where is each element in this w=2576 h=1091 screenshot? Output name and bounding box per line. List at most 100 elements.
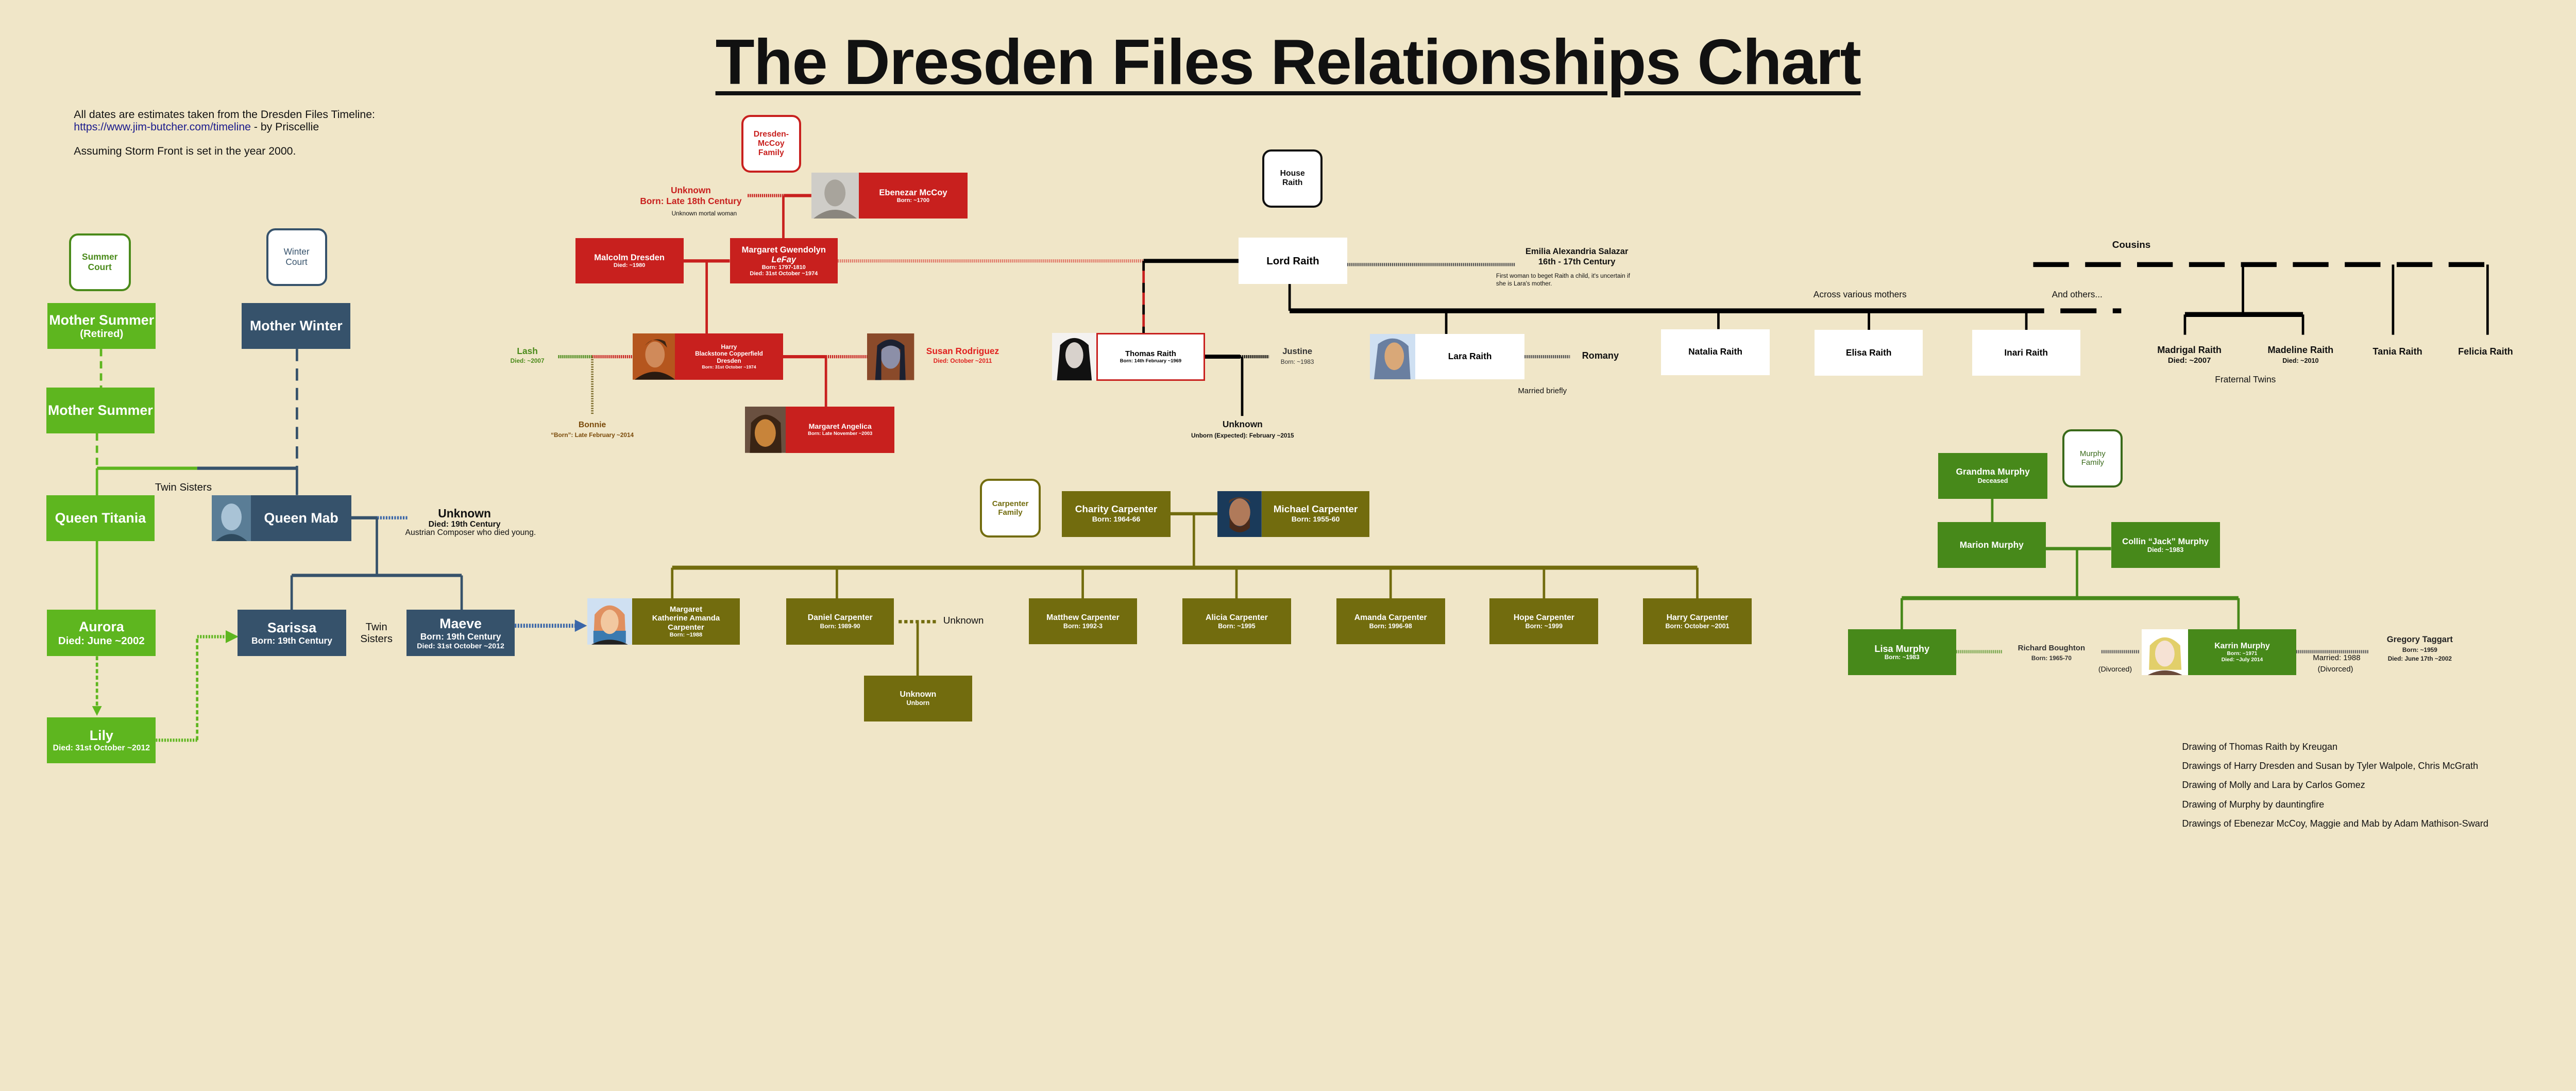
author-credit: - by Priscellie	[250, 120, 319, 133]
portrait-molly-carpenter	[587, 598, 632, 645]
person-elisa-raith: Elisa Raith	[1815, 330, 1923, 376]
credit-line: Drawings of Ebenezar McCoy, Maggie and M…	[2182, 818, 2488, 829]
page-title: The Dresden Files Relationships Chart	[715, 26, 1861, 98]
susan-name: Susan Rodriguez	[926, 345, 999, 356]
timeline-link[interactable]: https://www.jim-butcher.com/timeline	[74, 120, 251, 133]
thomas-child-name: Unknown	[1222, 419, 1263, 430]
unknown-woman-note: Unknown mortal woman	[671, 210, 737, 217]
bonnie-born: “Born”: Late February ~2014	[551, 431, 634, 439]
lash-name: Lash	[517, 345, 538, 356]
gregory-died: Died: June 17th ~2002	[2387, 654, 2452, 662]
justine-name: Justine	[1282, 346, 1313, 356]
richard-divorced: (Divorced)	[2098, 665, 2132, 674]
storm-front-note: Assuming Storm Front is set in the year …	[74, 144, 296, 157]
gregory-name: Gregory Taggart	[2386, 634, 2453, 644]
portrait-queen-mab	[212, 495, 251, 541]
portrait-ebenezar-mccoy	[811, 173, 859, 219]
person-mother-winter: Mother Winter	[242, 303, 351, 349]
mab-partner-name: Unknown	[438, 506, 491, 520]
person-queen-mab: Queen Mab	[251, 495, 351, 541]
person-lord-raith: Lord Raith	[1238, 238, 1347, 284]
credit-line: Drawing of Murphy by dauntingfire	[2182, 799, 2325, 810]
felicia-name: Felicia Raith	[2458, 346, 2513, 357]
mab-partner-died: Died: 19th Century	[428, 520, 501, 529]
person-inari-raith: Inari Raith	[1972, 330, 2080, 376]
portrait-susan-rodriguez	[867, 333, 914, 380]
across-mothers-label: Across various mothers	[1813, 289, 1907, 300]
person-natalia-raith: Natalia Raith	[1661, 329, 1770, 375]
thomas-child-born: Unborn (Expected): February ~2015	[1191, 431, 1294, 439]
madeline-died: Died: ~2010	[2282, 357, 2319, 364]
credit-line: Drawings of Harry Dresden and Susan by T…	[2182, 761, 2479, 771]
person-marion-murphy: Marion Murphy	[1937, 522, 2046, 568]
portrait-lara-raith	[1370, 334, 1416, 380]
twin-sisters-label: Twin Sisters	[155, 481, 212, 493]
person-mother-summer: Mother Summer	[46, 387, 155, 433]
richard-name: Richard Boughton	[2018, 643, 2086, 652]
dates-note: All dates are estimates taken from the D…	[74, 108, 375, 133]
credit-line: Drawing of Molly and Lara by Carlos Gome…	[2182, 780, 2365, 791]
richard-born: Born: 1965-70	[2031, 654, 2072, 662]
bonnie-name: Bonnie	[578, 420, 606, 429]
unknown-woman-name: Unknown	[670, 185, 711, 196]
justine-born: Born: ~1983	[1280, 358, 1314, 366]
emilia-era: 16th - 17th Century	[1538, 257, 1616, 267]
lash-died: Died: ~2007	[510, 357, 545, 364]
portrait-michael-carpenter	[1217, 491, 1262, 537]
tania-name: Tania Raith	[2372, 346, 2422, 357]
gregory-divorced: (Divorced)	[2317, 664, 2353, 674]
madrigal-died: Died: ~2007	[2167, 356, 2211, 365]
connector-layer	[92, 194, 2489, 742]
portrait-maggie-dresden	[744, 406, 786, 453]
person-mother-summer-retired: Mother Summer(Retired)	[47, 303, 156, 349]
mab-partner-note: Austrian Composer who died young.	[405, 528, 536, 538]
gregory-married: Married: 1988	[2313, 653, 2361, 662]
person-queen-titania: Queen Titania	[46, 495, 155, 541]
portrait-harry-dresden	[632, 333, 675, 380]
and-others-label: And others...	[2052, 289, 2103, 300]
madrigal-name: Madrigal Raith	[2157, 345, 2222, 356]
madeline-name: Madeline Raith	[2267, 345, 2334, 356]
dates-note-text: All dates are estimates taken from the D…	[74, 108, 375, 121]
daniel-partner-name: Unknown	[943, 615, 984, 627]
person-lara-raith: Lara Raith	[1415, 334, 1525, 380]
romany-name: Romany	[1582, 350, 1619, 361]
susan-died: Died: October ~2011	[933, 357, 992, 364]
emilia-name: Emilia Alexandria Salazar	[1525, 246, 1629, 256]
married-briefly-label: Married briefly	[1518, 386, 1567, 395]
unknown-woman-born: Born: Late 18th Century	[640, 195, 742, 206]
emilia-note: First woman to beget Raith a child, it's…	[1496, 272, 1630, 288]
cousins-label: Cousins	[2112, 239, 2151, 250]
fraternal-twins-label: Fraternal Twins	[2215, 374, 2276, 384]
